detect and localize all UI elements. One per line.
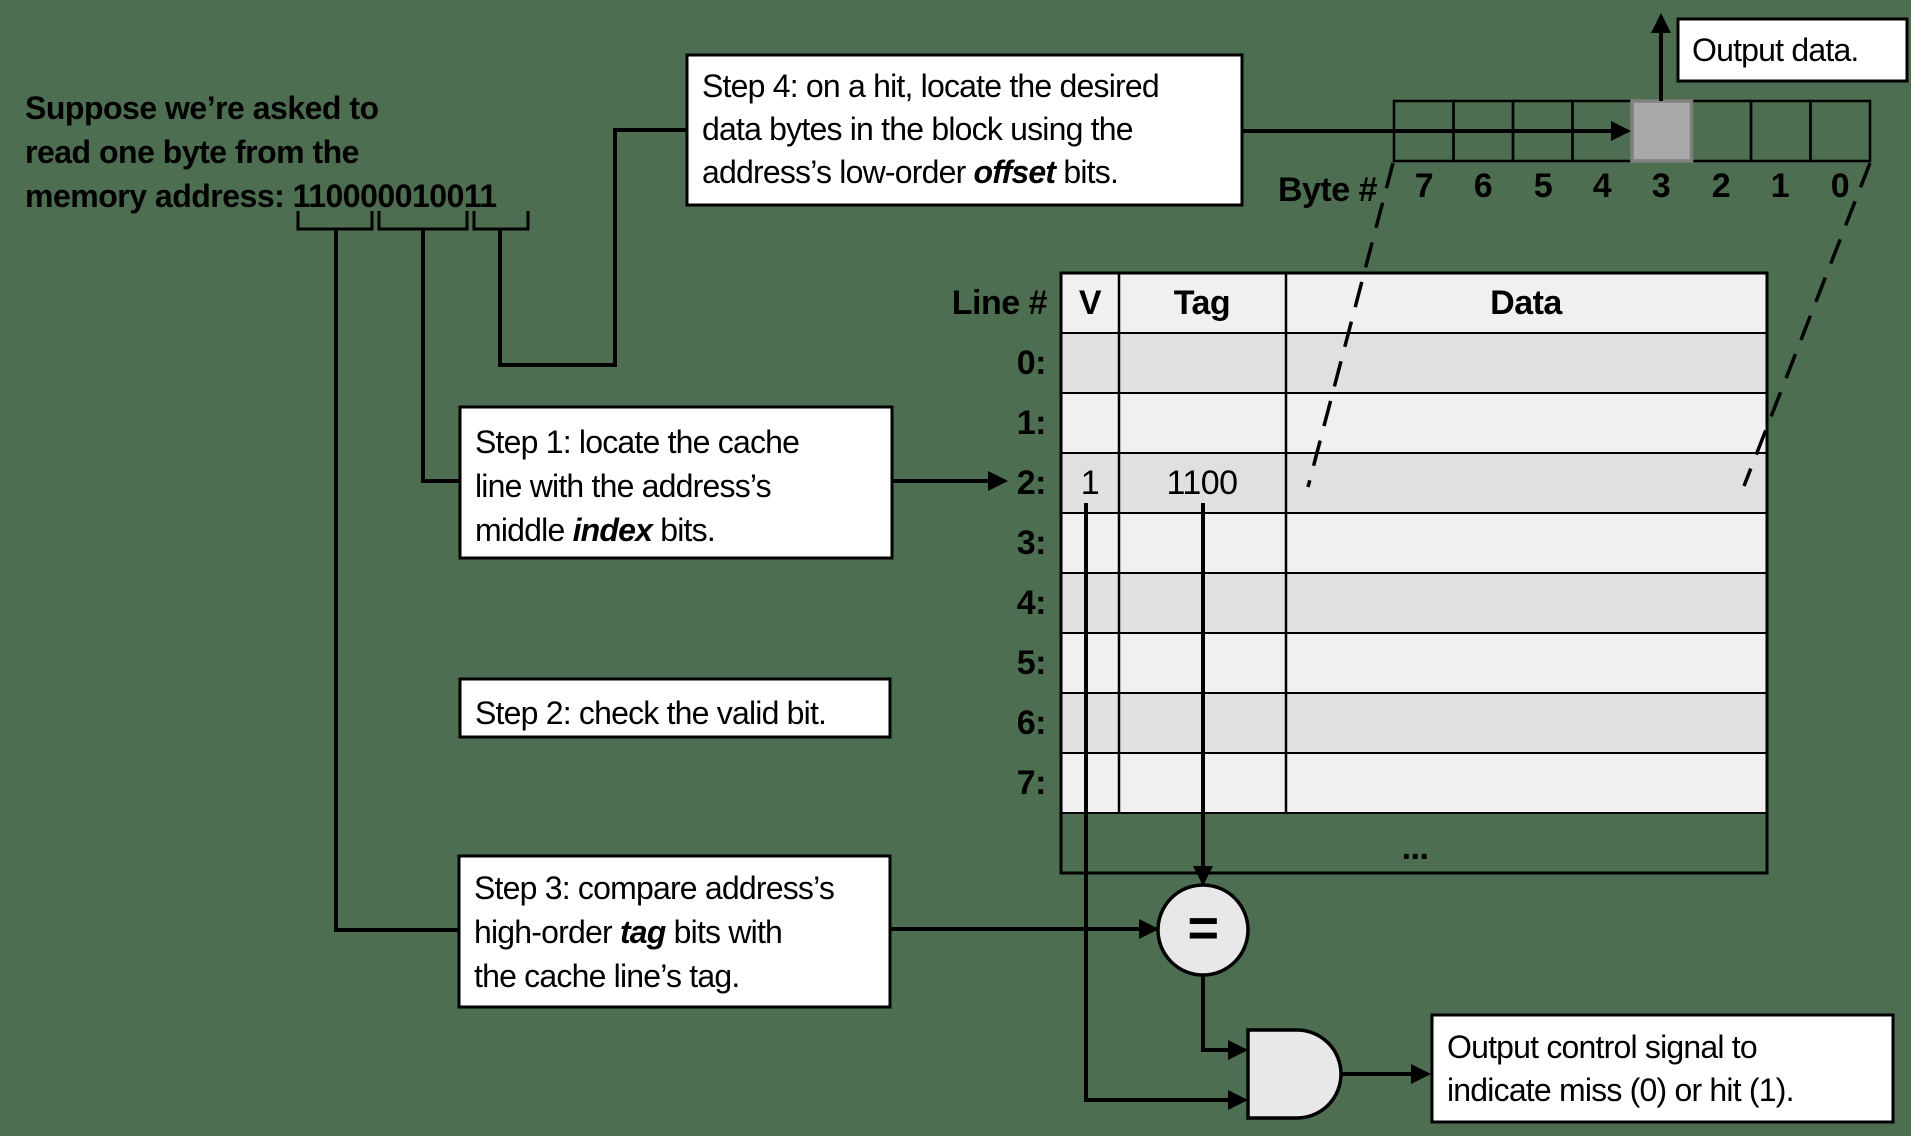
byte-4-label: 4 xyxy=(1592,167,1612,205)
column-header-v: V xyxy=(1078,284,1102,322)
step1-index-keyword: index xyxy=(572,512,653,548)
output-data-box xyxy=(1676,17,1909,83)
valid-bit-to-gate-arrow xyxy=(1084,503,1248,1110)
tag-bits-line xyxy=(334,229,461,932)
byte-5-label: 5 xyxy=(1533,167,1553,205)
offset-bracket xyxy=(472,211,530,231)
line-label-3: 3: xyxy=(1016,524,1047,562)
table-header-fill xyxy=(1061,273,1767,333)
table-row-fill-4 xyxy=(1061,573,1767,633)
line-label-1: 1: xyxy=(1016,404,1047,442)
byte-7-label: 7 xyxy=(1414,167,1434,205)
column-header-tag: Tag xyxy=(1173,284,1231,322)
byte-3-label: 3 xyxy=(1651,167,1671,205)
step2-line: Step 2: check the valid bit. xyxy=(475,695,827,731)
output-data-label: Output data. xyxy=(1692,32,1859,68)
comparator-symbol: = xyxy=(1187,898,1219,958)
step1-text: Step 1: locate the cache line with the a… xyxy=(475,420,800,552)
table-row-fill-1 xyxy=(1061,393,1767,453)
byte-cell-3-highlighted xyxy=(1630,99,1694,163)
line-number-header: Line # xyxy=(951,284,1048,322)
intro-line-1: Suppose we’re asked to xyxy=(25,90,379,126)
byte-cell-0 xyxy=(1809,99,1872,163)
cache-table xyxy=(1059,271,1769,875)
callout-boxes xyxy=(457,17,1909,1124)
offset-bits-line xyxy=(498,128,689,367)
table-column-separators xyxy=(1117,273,1288,813)
step1-line-1: Step 1: locate the cache xyxy=(475,424,800,460)
step1-line3-pre: middle xyxy=(475,512,573,548)
step2-box xyxy=(458,677,892,739)
line-label-0: 0: xyxy=(1016,344,1047,382)
block-expansion-dashes xyxy=(1306,162,1872,488)
table-row-separators xyxy=(1061,332,1767,814)
dashed-line-right xyxy=(1742,162,1872,487)
step3-line2-post: bits with xyxy=(665,914,783,950)
stored-tag-value: 1100 xyxy=(1166,464,1238,502)
table-ellipsis: ... xyxy=(1401,829,1429,867)
step3-line-2: high-order tag bits with xyxy=(474,910,834,954)
step1-line-2: line with the address’s xyxy=(475,468,772,504)
table-row-fill-5 xyxy=(1061,633,1767,693)
step2-text: Step 2: check the valid bit. xyxy=(475,692,827,735)
table-row-fill-7 xyxy=(1061,753,1767,813)
dashed-line-left xyxy=(1306,162,1395,488)
step4-line-2: data bytes in the block using the xyxy=(702,111,1134,147)
output-control-box xyxy=(1430,1013,1895,1124)
output-control-text: Output control signal to indicate miss (… xyxy=(1447,1026,1794,1112)
table-row-fill-6 xyxy=(1061,693,1767,753)
output-control-line-1: Output control signal to xyxy=(1447,1029,1758,1065)
step3-box xyxy=(457,854,892,1009)
step4-line-1: Step 4: on a hit, locate the desired xyxy=(702,68,1160,104)
step3-text: Step 3: compare address’s high-order tag… xyxy=(474,866,835,998)
index-bracket xyxy=(377,211,469,231)
intro-text: Suppose we’re asked to read one byte fro… xyxy=(25,86,497,218)
step4-box xyxy=(685,53,1244,207)
column-header-data: Data xyxy=(1490,284,1562,322)
step3-line-1: Step 3: compare address’s xyxy=(474,870,835,906)
intro-line-2: read one byte from the xyxy=(25,134,359,170)
tag-bracket xyxy=(296,211,374,231)
step3-tag-keyword: tag xyxy=(619,914,666,950)
comparator-to-gate-arrow xyxy=(1201,975,1248,1060)
step1-line3-post: bits. xyxy=(652,512,716,548)
step3-line-3: the cache line’s tag. xyxy=(474,958,740,994)
step4-line-3: address’s low-order offset bits. xyxy=(702,151,1159,194)
byte-cell-1 xyxy=(1749,99,1812,163)
index-bits-line xyxy=(421,229,462,483)
step4-line3-post: bits. xyxy=(1055,154,1119,190)
line-label-4: 4: xyxy=(1016,584,1047,622)
step1-line-3: middle index bits. xyxy=(475,508,799,552)
byte-cell-2 xyxy=(1690,99,1753,163)
table-row-fill-2 xyxy=(1061,453,1767,513)
byte-0-label: 0 xyxy=(1830,167,1850,205)
table-row-fill-3 xyxy=(1061,513,1767,573)
step3-line2-pre: high-order xyxy=(474,914,620,950)
table-outer-border xyxy=(1059,271,1769,875)
line-label-5: 5: xyxy=(1016,644,1047,682)
line-label-7: 7: xyxy=(1016,764,1047,802)
output-control-line-2: indicate miss (0) or hit (1). xyxy=(1447,1072,1794,1108)
address-brackets xyxy=(296,211,530,231)
table-row-fill-0 xyxy=(1061,333,1767,393)
byte-2-label: 2 xyxy=(1711,167,1731,205)
byte-1-label: 1 xyxy=(1770,167,1790,205)
step4-offset-keyword: offset xyxy=(973,154,1057,190)
line-label-6: 6: xyxy=(1016,704,1047,742)
step4-text: Step 4: on a hit, locate the desired dat… xyxy=(702,65,1160,194)
and-gate xyxy=(1246,1028,1343,1120)
memory-address-line: memory address: 110000010011 xyxy=(25,178,497,214)
valid-bit-value: 1 xyxy=(1080,464,1100,502)
step1-box xyxy=(458,405,894,560)
connectors xyxy=(334,13,1671,1110)
step4-line3-pre: address’s low-order xyxy=(702,154,974,190)
byte-number-label: Byte # xyxy=(1277,171,1378,209)
line-label-2: 2: xyxy=(1016,464,1047,502)
byte-6-label: 6 xyxy=(1473,167,1493,205)
